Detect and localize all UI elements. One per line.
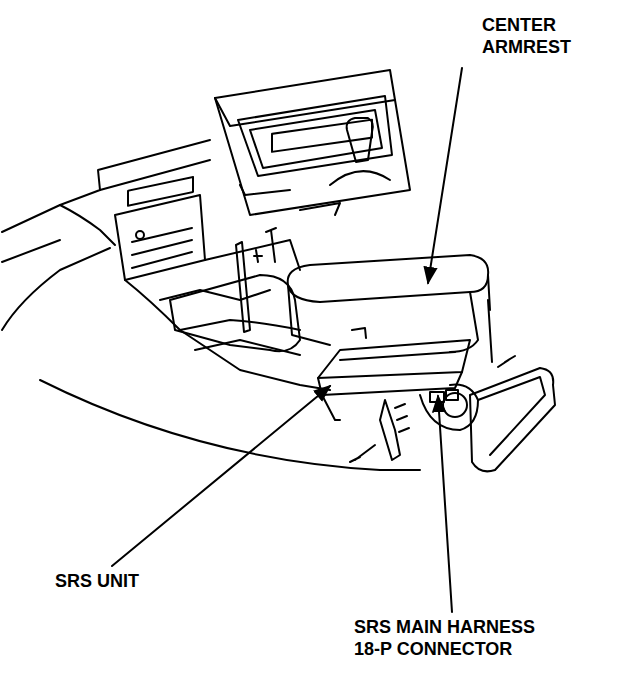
part-label: CENTER ARMREST bbox=[482, 14, 582, 58]
part-label: SRS MAIN HARNESS 18-P CONNECTOR bbox=[354, 616, 564, 660]
part-label: SRS UNIT bbox=[55, 570, 215, 592]
